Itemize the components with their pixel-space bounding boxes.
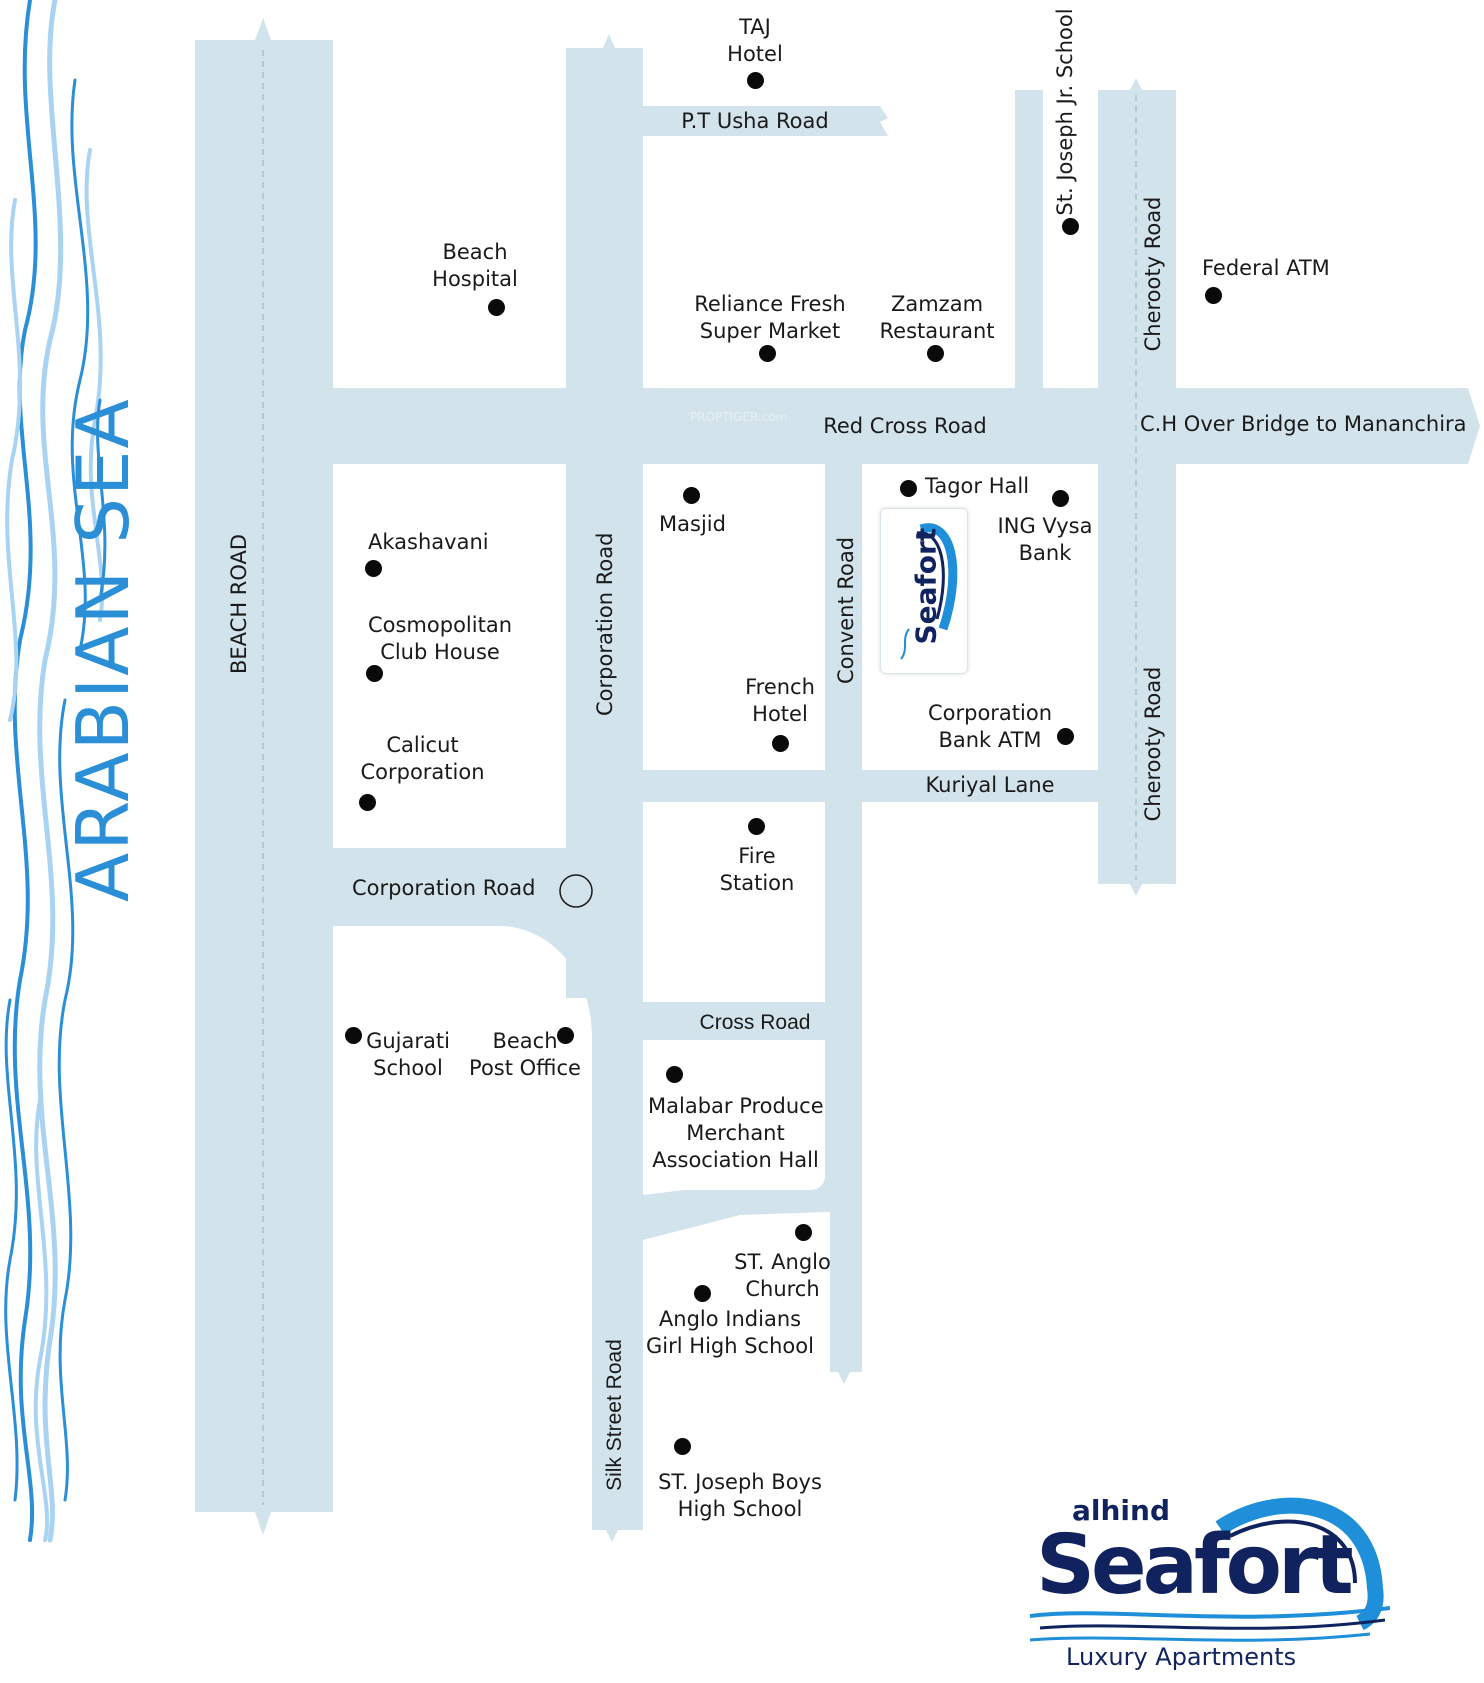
- marker-french-hotel[interactable]: [772, 735, 789, 752]
- st-joseph-road-shape: [1015, 90, 1043, 388]
- road-label-ch-over-bridge: C.H Over Bridge to Mananchira: [1140, 412, 1467, 436]
- road-label-pt-usha: P.T Usha Road: [681, 109, 829, 133]
- marker-tagor-hall[interactable]: [900, 480, 917, 497]
- road-centerlines: [262, 50, 1137, 1505]
- watermark: PROPTIGER.com: [690, 410, 788, 424]
- marker-fire-station[interactable]: [748, 818, 765, 835]
- marker-zamzam[interactable]: [927, 345, 944, 362]
- brand-prefix: alhind: [1072, 1494, 1170, 1527]
- landmark-akashavani: Akashavani: [368, 530, 489, 554]
- road-label-cherooty-top: Cherooty Road: [1141, 196, 1165, 352]
- marker-beach-post-office[interactable]: [557, 1027, 574, 1044]
- road-label-beach-road: BEACH ROAD: [227, 533, 251, 674]
- brand-logo: alhind Seafort Luxury Apartments: [1030, 1488, 1390, 1678]
- marker-federal-atm[interactable]: [1205, 287, 1222, 304]
- marker-calicut-corporation[interactable]: [359, 794, 376, 811]
- site-location-logo[interactable]: Seafort: [880, 508, 968, 674]
- brand-tagline: Luxury Apartments: [1066, 1643, 1297, 1671]
- sea-label: ARABIAN SEA: [61, 397, 145, 902]
- landmark-tagor-hall: Tagor Hall: [925, 474, 1030, 498]
- marker-anglo-indians-school[interactable]: [694, 1285, 711, 1302]
- mini-seafort-logo-icon: [900, 523, 958, 660]
- road-label-kuriyal-lane: Kuriyal Lane: [925, 773, 1055, 797]
- mini-logo-text: Seafort: [909, 527, 943, 645]
- marker-taj-hotel[interactable]: [747, 72, 764, 89]
- marker-cosmopolitan[interactable]: [366, 665, 383, 682]
- landmark-federal-atm: Federal ATM: [1202, 256, 1330, 280]
- brand-wave-icon: [1030, 1497, 1390, 1642]
- road-label-corporation-vertical: Corporation Road: [593, 532, 617, 716]
- brand-name: Seafort: [1036, 1518, 1354, 1613]
- marker-st-joseph-boys[interactable]: [674, 1438, 691, 1455]
- kuriyal-lane-shape: [862, 770, 1098, 802]
- marker-st-anglo-church[interactable]: [795, 1224, 812, 1241]
- road-label-cherooty-bottom: Cherooty Road: [1141, 666, 1165, 822]
- road-label-corporation-horizontal: Corporation Road: [352, 876, 536, 900]
- pt-usha-road-shape: [643, 106, 888, 136]
- sea-waves: [4, 0, 107, 1543]
- marker-akashavani[interactable]: [365, 560, 382, 577]
- road-label-convent: Convent Road: [834, 536, 858, 684]
- convent-road-shape: [825, 464, 862, 1384]
- landmark-masjid: Masjid: [659, 512, 726, 536]
- marker-reliance-fresh[interactable]: [759, 345, 776, 362]
- cherooty-road-shape: [1098, 78, 1176, 896]
- marker-beach-hospital[interactable]: [488, 299, 505, 316]
- road-label-cross-road: Cross Road: [699, 1011, 811, 1034]
- marker-gujarati-school[interactable]: [345, 1027, 362, 1044]
- cross-road-shape: [643, 1002, 825, 1040]
- road-label-red-cross: Red Cross Road: [823, 414, 987, 438]
- marker-masjid[interactable]: [683, 487, 700, 504]
- road-label-st-joseph-jr-school: St. Joseph Jr. School: [1053, 8, 1077, 216]
- marker-ing-vysa-bank[interactable]: [1052, 490, 1069, 507]
- marker-malabar-produce[interactable]: [666, 1066, 683, 1083]
- corporation-road-vertical-shape: [566, 48, 643, 998]
- silk-street-road-shape: [500, 848, 643, 1542]
- red-cross-road-shape: [333, 388, 1468, 464]
- marker-st-joseph-jr-school[interactable]: [1062, 218, 1079, 235]
- marker-corporation-bank-atm[interactable]: [1057, 728, 1074, 745]
- blocks: [333, 0, 1484, 1530]
- road-label-silk-street: Silk Street Road: [603, 1339, 626, 1491]
- roundabout-icon: [559, 874, 593, 908]
